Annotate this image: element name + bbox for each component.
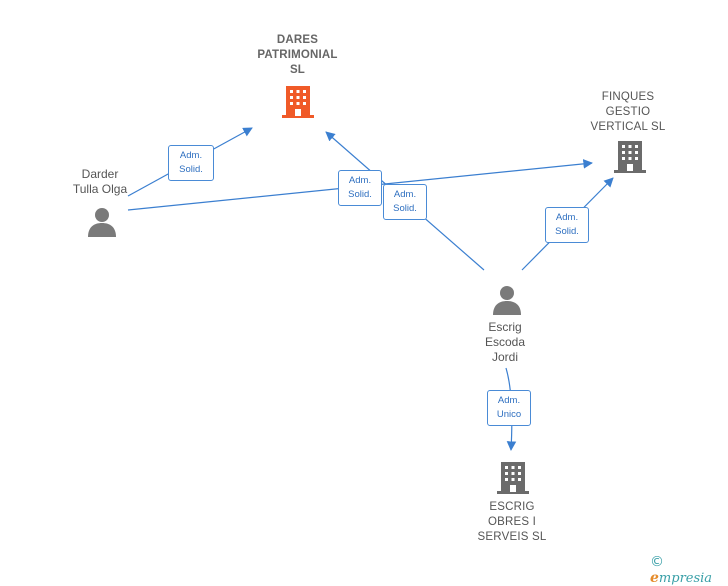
node-label-darder-tulla-olga: Darder Tulla Olga [72, 167, 128, 196]
node-label-escrig-escoda-jordi: Escrig Escoda Jordi [484, 320, 526, 364]
brand-initial: e [650, 570, 659, 586]
edge-label-darder-finques[interactable]: Adm. Solid. [338, 170, 382, 206]
copyright-symbol: © [650, 554, 664, 570]
building-icon[interactable] [497, 460, 529, 494]
edge-label-escrig-escrig-obres[interactable]: Adm. Unico [487, 390, 531, 426]
node-label-escrig-obres-serveis: ESCRIG OBRES I SERVEIS SL [477, 501, 547, 543]
person-icon[interactable] [86, 207, 118, 237]
node-label-finques-gestio-vertical: FINQUES GESTIO VERTICAL SL [590, 91, 666, 133]
building-icon[interactable] [282, 84, 314, 118]
node-label-dares-patrimonial: DARES PATRIMONIAL SL [257, 34, 338, 76]
brand-name: mpresia [658, 571, 713, 586]
edge-label-escrig-finques[interactable]: Adm. Solid. [545, 207, 589, 243]
empresia-logo: © empresia [650, 554, 728, 586]
person-icon[interactable] [491, 285, 523, 315]
building-icon[interactable] [614, 139, 646, 173]
edge-label-darder-dares[interactable]: Adm. Solid. [168, 145, 214, 181]
edge-label-escrig-dares[interactable]: Adm. Solid. [383, 184, 427, 220]
